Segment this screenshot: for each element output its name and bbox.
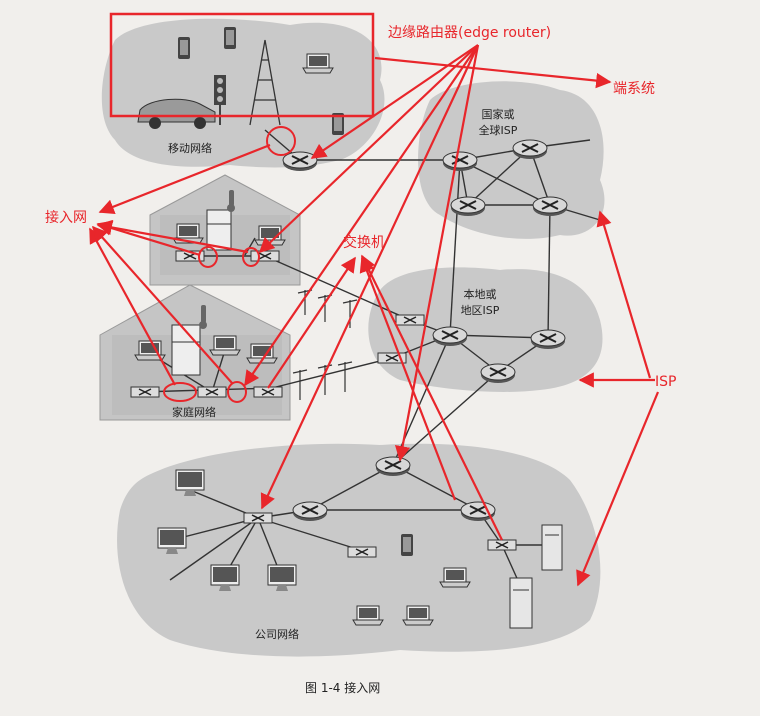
smartphone-icon: [178, 37, 190, 59]
tablet-icon: [401, 534, 413, 556]
smartphone-icon: [224, 27, 236, 49]
router-icon: [450, 196, 486, 217]
laptop-icon: [439, 567, 471, 588]
router-icon: [512, 139, 548, 160]
wireless-access-point-icon: [347, 546, 377, 558]
server-icon: [509, 577, 533, 629]
router-icon: [292, 501, 328, 522]
home-router-icon: [130, 386, 160, 398]
home-switch-icon: [197, 386, 227, 398]
home-network-label: 家庭网络: [172, 405, 216, 419]
national-isp-label: 国家或: [482, 107, 515, 121]
modem-icon: [253, 386, 283, 398]
router-icon: [375, 456, 411, 477]
laptop-icon: [352, 605, 384, 626]
thermometer-icon: [227, 190, 235, 212]
laptop-icon: [402, 605, 434, 626]
end-system-highlight-box: [109, 12, 375, 118]
edge-highlight-circle: [266, 126, 296, 156]
router-icon: [530, 329, 566, 350]
local-isp-label: 地区ISP: [461, 304, 500, 317]
local-isp-label: 本地或: [464, 287, 497, 301]
access-network-annotation: 接入网: [45, 209, 87, 226]
router-icon: [532, 196, 568, 217]
utility-poles: [292, 289, 358, 400]
laptop-icon: [302, 53, 334, 74]
access-highlight-circle: [227, 381, 247, 403]
router-icon: [460, 501, 496, 522]
access-highlight-circle: [198, 246, 218, 268]
laptop-icon: [209, 335, 241, 356]
traffic-light-icon: [214, 75, 226, 125]
enterprise-switch-icon: [487, 539, 517, 551]
dslam-icon: [395, 314, 425, 326]
access-highlight-circle: [163, 382, 197, 402]
router-icon: [442, 151, 478, 172]
edge-router-annotation: 边缘路由器(edge router): [388, 25, 551, 41]
modem-icon: [250, 250, 280, 262]
end-system-annotation: 端系统: [613, 81, 655, 97]
edge-router-icon: [282, 151, 318, 172]
isp-annotation: ISP: [655, 374, 676, 390]
refrigerator-icon: [171, 324, 201, 376]
server-icon: [541, 524, 563, 571]
router-icon: [432, 326, 468, 347]
enterprise-switch-icon: [243, 512, 273, 524]
national-isp-label: 全球ISP: [479, 123, 518, 137]
router-icon: [480, 363, 516, 384]
thermometer-icon: [199, 305, 207, 329]
mobile-network-label: 移动网络: [168, 141, 212, 155]
access-highlight-circle: [242, 247, 260, 267]
local-isp-cloud: [368, 267, 603, 392]
switch-annotation: 交换机: [343, 234, 385, 251]
enterprise-network-label: 公司网络: [255, 627, 299, 641]
cell-tower-icon: [249, 39, 281, 126]
figure-caption: 图 1-4 接入网: [305, 680, 380, 695]
annotation-arrows: [89, 44, 660, 587]
mobile-network-cloud: [101, 18, 385, 168]
refrigerator-icon: [206, 209, 232, 251]
